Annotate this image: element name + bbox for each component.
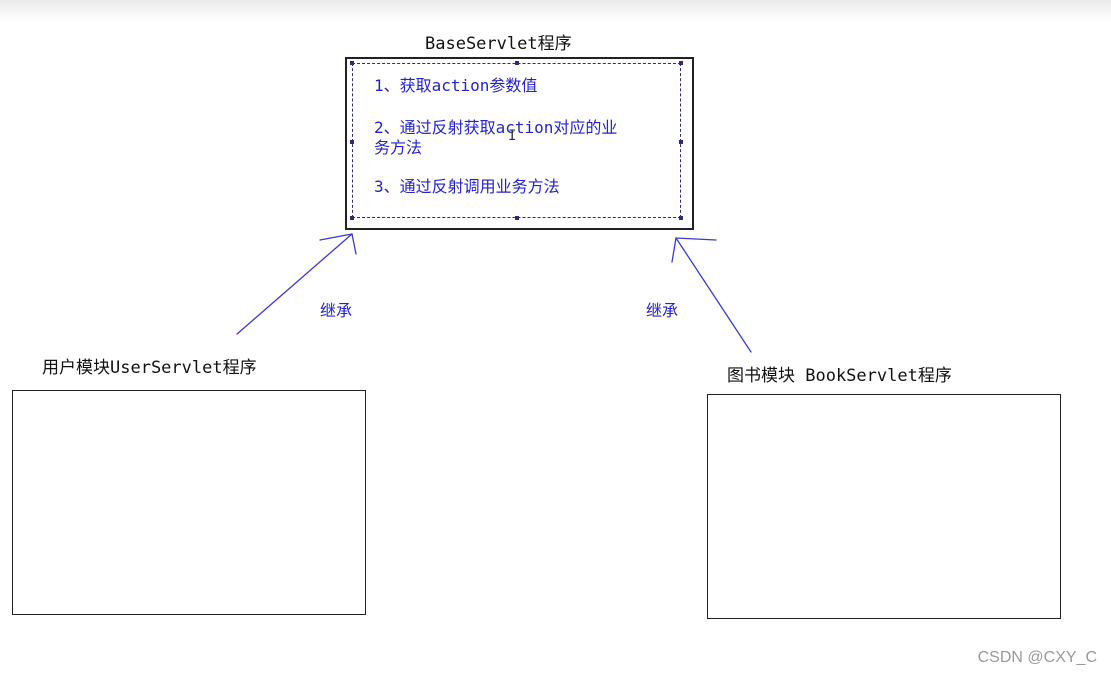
selection-handle-br[interactable] (679, 216, 683, 220)
base-step-2: 2、通过反射获取action对应的业 务方法 (374, 118, 618, 157)
user-servlet-box[interactable] (12, 390, 366, 615)
base-servlet-box[interactable] (345, 57, 694, 230)
left-arrow-line (236, 233, 353, 335)
base-step-3: 3、通过反射调用业务方法 (374, 177, 560, 196)
right-inherit-label: 继承 (646, 301, 679, 320)
selection-handle-bl[interactable] (350, 216, 354, 220)
right-arrow-head (671, 237, 717, 263)
base-step-1: 1、获取action参数值 (374, 76, 538, 95)
user-servlet-title: 用户模块UserServlet程序 (42, 358, 257, 378)
top-shadow-band (0, 0, 1111, 22)
selection-handle-ml[interactable] (350, 140, 354, 144)
book-servlet-box[interactable] (707, 394, 1061, 619)
book-servlet-title: 图书模块 BookServlet程序 (727, 366, 952, 386)
selection-handle-bm[interactable] (515, 216, 519, 220)
base-servlet-title: BaseServlet程序 (425, 34, 572, 54)
left-inherit-label: 继承 (320, 301, 353, 320)
selection-handle-tl[interactable] (350, 61, 354, 65)
selection-handle-tm[interactable] (515, 61, 519, 65)
selection-handle-tr[interactable] (679, 61, 683, 65)
left-arrow-head (319, 233, 357, 255)
selection-handle-mr[interactable] (679, 140, 683, 144)
text-cursor-icon: I (508, 128, 517, 144)
right-arrow-line (675, 237, 752, 353)
csdn-watermark: CSDN @CXY_C (977, 649, 1097, 666)
